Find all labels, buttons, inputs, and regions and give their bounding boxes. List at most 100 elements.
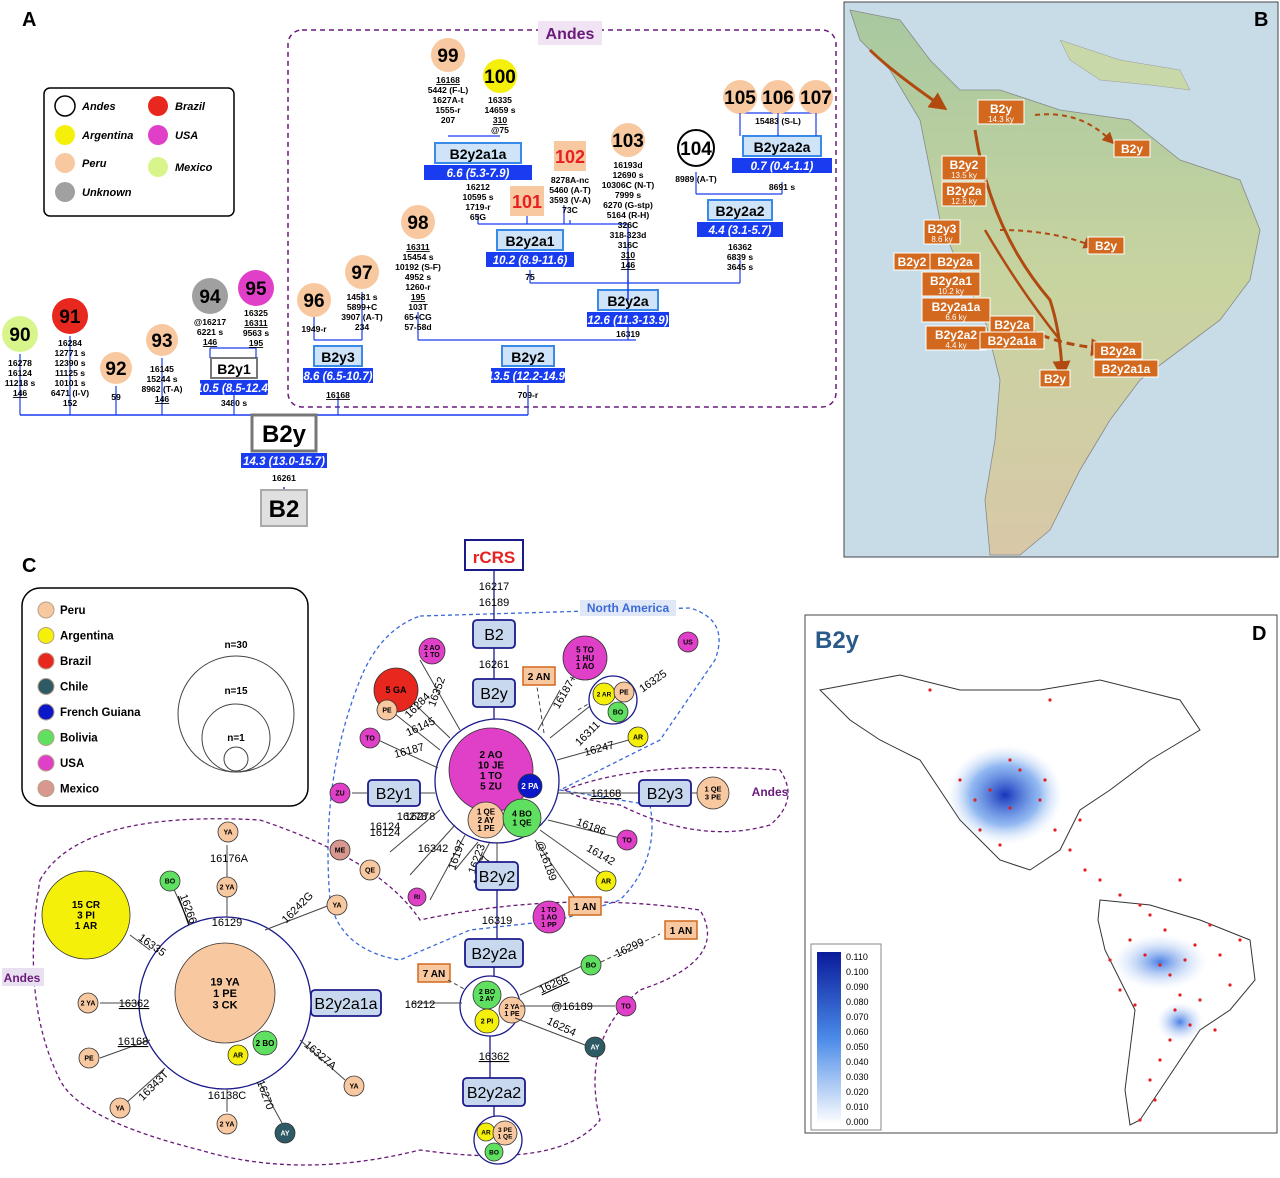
- hap-to: TO: [359, 727, 381, 749]
- leaf-circle-97: [345, 255, 379, 289]
- map-label-b2y2a1: B2y2a1: [930, 274, 972, 288]
- mutation: 3593 (V-A): [549, 195, 591, 205]
- sample-point: [1173, 1008, 1177, 1012]
- mut-16266: 16266: [177, 893, 199, 926]
- mutation: 16145: [150, 364, 174, 374]
- scale-tick: 0.050: [846, 1042, 869, 1052]
- mutation: 6471 (I-V): [51, 388, 89, 398]
- hap-ay1: AY: [274, 1122, 296, 1144]
- haplotype-label: 2 YA: [81, 1000, 96, 1007]
- scale-tick: 0.100: [846, 967, 869, 977]
- leaf-circle-92: [100, 352, 132, 384]
- hap-2bo: 2 BO: [252, 1030, 278, 1056]
- sample-point: [1148, 1078, 1152, 1082]
- hap-ya4: YA: [343, 1075, 365, 1097]
- mut-m16142: 16142: [584, 843, 616, 869]
- edge: [600, 933, 661, 963]
- b2y3-muts: 16168: [326, 390, 350, 400]
- edge: [299, 1039, 346, 1081]
- sample-point: [1163, 928, 1167, 932]
- edge: [519, 965, 583, 996]
- leaf-id-98: 98: [407, 213, 428, 234]
- mutation: 326C: [618, 220, 639, 230]
- mutation: 16168: [436, 75, 460, 85]
- mutation: 316C: [618, 240, 639, 250]
- rcrs-label: rCRS: [473, 548, 516, 567]
- sample-point: [1098, 878, 1102, 882]
- mutation: 195: [411, 292, 426, 302]
- sample-point: [958, 778, 962, 782]
- hap-ya2: YA: [326, 894, 348, 916]
- mutation: 310: [493, 115, 508, 125]
- mut-m16186: 16186: [575, 816, 608, 838]
- haplotype-label: 2 YA: [220, 884, 235, 891]
- map-label-b2y: B2y: [1044, 372, 1066, 386]
- tag-1an2: 1 AN: [670, 926, 692, 937]
- mutation: 1555-r: [435, 105, 461, 115]
- legend-brazil-label: Brazil: [175, 101, 206, 113]
- clade-age-bg-b2y1: [200, 380, 268, 395]
- map-label-bg: [941, 181, 987, 207]
- a2-pi: 2 PI: [474, 1008, 500, 1034]
- legend-peru-swatch: [55, 153, 75, 173]
- hub-b2y2a1a: B2y2a1a: [310, 989, 382, 1017]
- mutation: 16284: [58, 338, 82, 348]
- map-label-bg: [921, 271, 981, 297]
- leaf-circle-90: [2, 316, 38, 352]
- c-legend-mexico-label: Mexico: [60, 784, 99, 796]
- mutation: 103T: [408, 302, 428, 312]
- leaf-92: 92: [100, 352, 132, 384]
- mutation: 318-323d: [610, 230, 647, 240]
- edge: [454, 841, 479, 871]
- haplotype-label: AY: [280, 1130, 289, 1137]
- clade-age-b2y1: 10.5 (8.5-12.4): [196, 383, 272, 395]
- sample-point: [1108, 958, 1112, 962]
- leaf-id-94: 94: [199, 287, 221, 308]
- mutation: 5442 (F-L): [428, 85, 469, 95]
- sample-point: [1138, 903, 1142, 907]
- mut-16176A: 16176A: [210, 853, 249, 865]
- hap-2ya1: 2 YA: [216, 876, 238, 898]
- map-label-b2y: B2y: [1095, 239, 1117, 253]
- panel-b-label: B: [1254, 9, 1268, 31]
- edge: [556, 737, 637, 761]
- mut-16189b: @16189: [551, 1001, 593, 1013]
- leaf-id-103: 103: [612, 131, 644, 152]
- heat-north-america: [947, 745, 1063, 845]
- sample-point: [988, 788, 992, 792]
- clade-name-b2y1: B2y1: [217, 361, 251, 377]
- hub-label-b2y: B2y: [480, 686, 508, 703]
- clade-age-b2y2a1a: 6.6 (5.3-7.9): [447, 168, 510, 180]
- haplotype-label: BO: [586, 962, 597, 969]
- c-legend-bolivia-swatch: [37, 729, 55, 746]
- mutation: 6270 (G-stp): [603, 200, 653, 210]
- hap-zu: ZU: [329, 782, 351, 804]
- haplotype-label: 1 QE: [704, 785, 721, 794]
- haplotype-label: AR: [601, 878, 611, 885]
- haplotype-label: YA: [223, 829, 232, 836]
- hub-label-b2y1: B2y1: [376, 786, 413, 803]
- size-circle-1: [223, 746, 249, 772]
- haplotype-circle: [627, 726, 649, 748]
- haplotype-label: ME: [335, 847, 346, 854]
- clade-name-b2y3: B2y3: [321, 349, 355, 365]
- haplotype-circle: [562, 635, 608, 681]
- haplotype-circle: [329, 782, 351, 804]
- mut-16299: 16299: [613, 936, 646, 960]
- leaf-101: 101: [510, 186, 544, 216]
- route-arrow-3: [999, 229, 1096, 249]
- haplotype-circle: [696, 776, 730, 810]
- sample-point: [1083, 868, 1087, 872]
- clade-b2y1: B2y1 10.5 (8.5-12.4): [196, 357, 272, 395]
- hap-ya1: YA: [217, 821, 239, 843]
- leaf-id-105: 105: [724, 88, 756, 109]
- andes-label-c2: Andes: [4, 971, 41, 985]
- sample-point: [1118, 988, 1122, 992]
- leaf-99: 99: [431, 38, 465, 72]
